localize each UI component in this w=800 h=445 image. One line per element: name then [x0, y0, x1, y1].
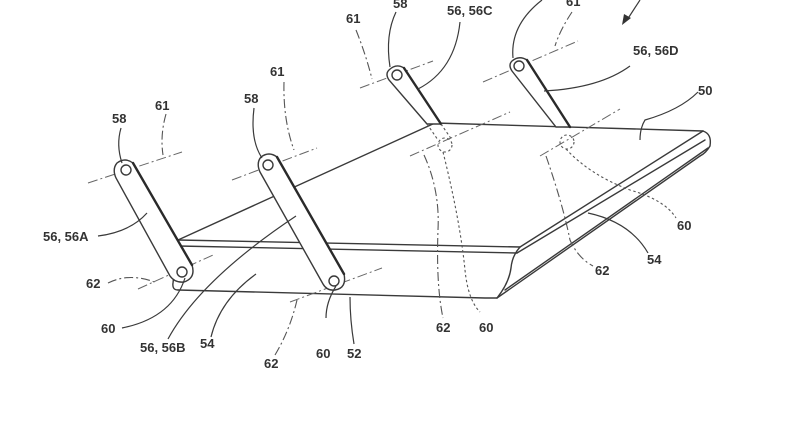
arrow-shaft [626, 0, 641, 21]
link-56c [386, 65, 453, 153]
label-60-a: 60 [101, 321, 115, 336]
leader-60-d [565, 148, 677, 219]
leader-50 [639, 91, 699, 141]
leader-52 [349, 296, 355, 345]
leader-58-a [118, 127, 123, 164]
label-61-b: 61 [270, 64, 284, 79]
label-56d: 56, 56D [633, 43, 679, 58]
label-61-c: 61 [346, 11, 360, 26]
platform-front-bevel-line [177, 245, 518, 254]
label-54-right: 54 [647, 252, 662, 267]
link-56b [257, 153, 346, 291]
pivot-60-d-hidden [559, 134, 575, 150]
leader-56d [543, 65, 631, 92]
link-56d [509, 57, 575, 150]
platform-front-top-edge [177, 239, 521, 248]
leader-54-front [210, 273, 257, 338]
link-56b-body [257, 153, 346, 291]
label-61-d: 61 [566, 0, 580, 9]
link-56a [113, 159, 194, 283]
leader-61-d [554, 11, 573, 47]
leader-60-b [325, 285, 337, 319]
pivot-60-a [176, 266, 188, 278]
leader-62-a [107, 276, 158, 284]
leader-54-right [587, 212, 649, 254]
leader-56c [417, 21, 461, 90]
label-56c: 56, 56C [447, 3, 493, 18]
platform-right-corner [699, 130, 712, 157]
link-56c-hidden [426, 123, 453, 141]
link-56a-body [113, 159, 194, 283]
platform-back-edge [177, 122, 436, 241]
pivot-58-a [120, 164, 132, 176]
axis-61-d [482, 40, 579, 83]
link-56d-edge [525, 58, 572, 129]
label-50: 50 [698, 83, 712, 98]
label-60-c: 60 [479, 320, 493, 335]
label-56b: 56, 56B [140, 340, 186, 355]
label-60-d: 60 [677, 218, 691, 233]
leader-58-b [252, 107, 263, 159]
label-58-c: 58 [393, 0, 407, 11]
arrow-head-icon [622, 14, 631, 25]
platform-right-top-edge [519, 130, 704, 248]
label-62-b: 62 [264, 356, 278, 371]
pivot-58-d [513, 60, 525, 72]
leader-62-c [423, 154, 444, 319]
reference-labels: 58 61 58 61 61 58 56, 56C 61 56, 56D 50 … [43, 0, 712, 371]
pivot-60-c-hidden [437, 137, 453, 153]
platform-right-bevel-line [516, 139, 706, 254]
leader-61-c [355, 29, 373, 80]
link-56c-edge [402, 66, 443, 126]
platform-left-end [172, 239, 179, 291]
link-56b-edge [275, 155, 346, 276]
label-62-a: 62 [86, 276, 100, 291]
leader-61-a [161, 113, 167, 156]
leader-60-a [121, 277, 186, 329]
pivot-58-b [262, 159, 274, 171]
leader-56a [97, 212, 148, 237]
platform-bottom-edge [177, 289, 498, 299]
direction-arrow [622, 0, 641, 25]
label-54-front: 54 [200, 336, 215, 351]
label-58-a: 58 [112, 111, 126, 126]
platform [172, 122, 712, 299]
platform-front-corner [496, 246, 521, 299]
leader-60-c [442, 151, 481, 313]
label-58-b: 58 [244, 91, 258, 106]
label-62-d: 62 [595, 263, 609, 278]
leaders [97, 0, 699, 356]
pivot-60-b [328, 275, 340, 287]
link-56a-edge [131, 161, 194, 267]
leader-61-b [283, 81, 295, 151]
label-61-a: 61 [155, 98, 169, 113]
leader-56b [167, 215, 297, 340]
leader-62-b [274, 299, 298, 356]
label-52: 52 [347, 346, 361, 361]
platform-right-bottom-edge [496, 155, 701, 299]
link-56c-body [386, 65, 443, 125]
label-60-b: 60 [316, 346, 330, 361]
leader-62-d [545, 155, 594, 267]
leader-58-d [512, 0, 543, 59]
leader-58-c [387, 11, 397, 68]
pivot-58-c [391, 69, 403, 81]
link-56d-body [509, 57, 572, 128]
axis-hidden-c [409, 111, 511, 157]
axis-hidden-d [539, 108, 621, 157]
label-56a: 56, 56A [43, 229, 89, 244]
label-62-c: 62 [436, 320, 450, 335]
